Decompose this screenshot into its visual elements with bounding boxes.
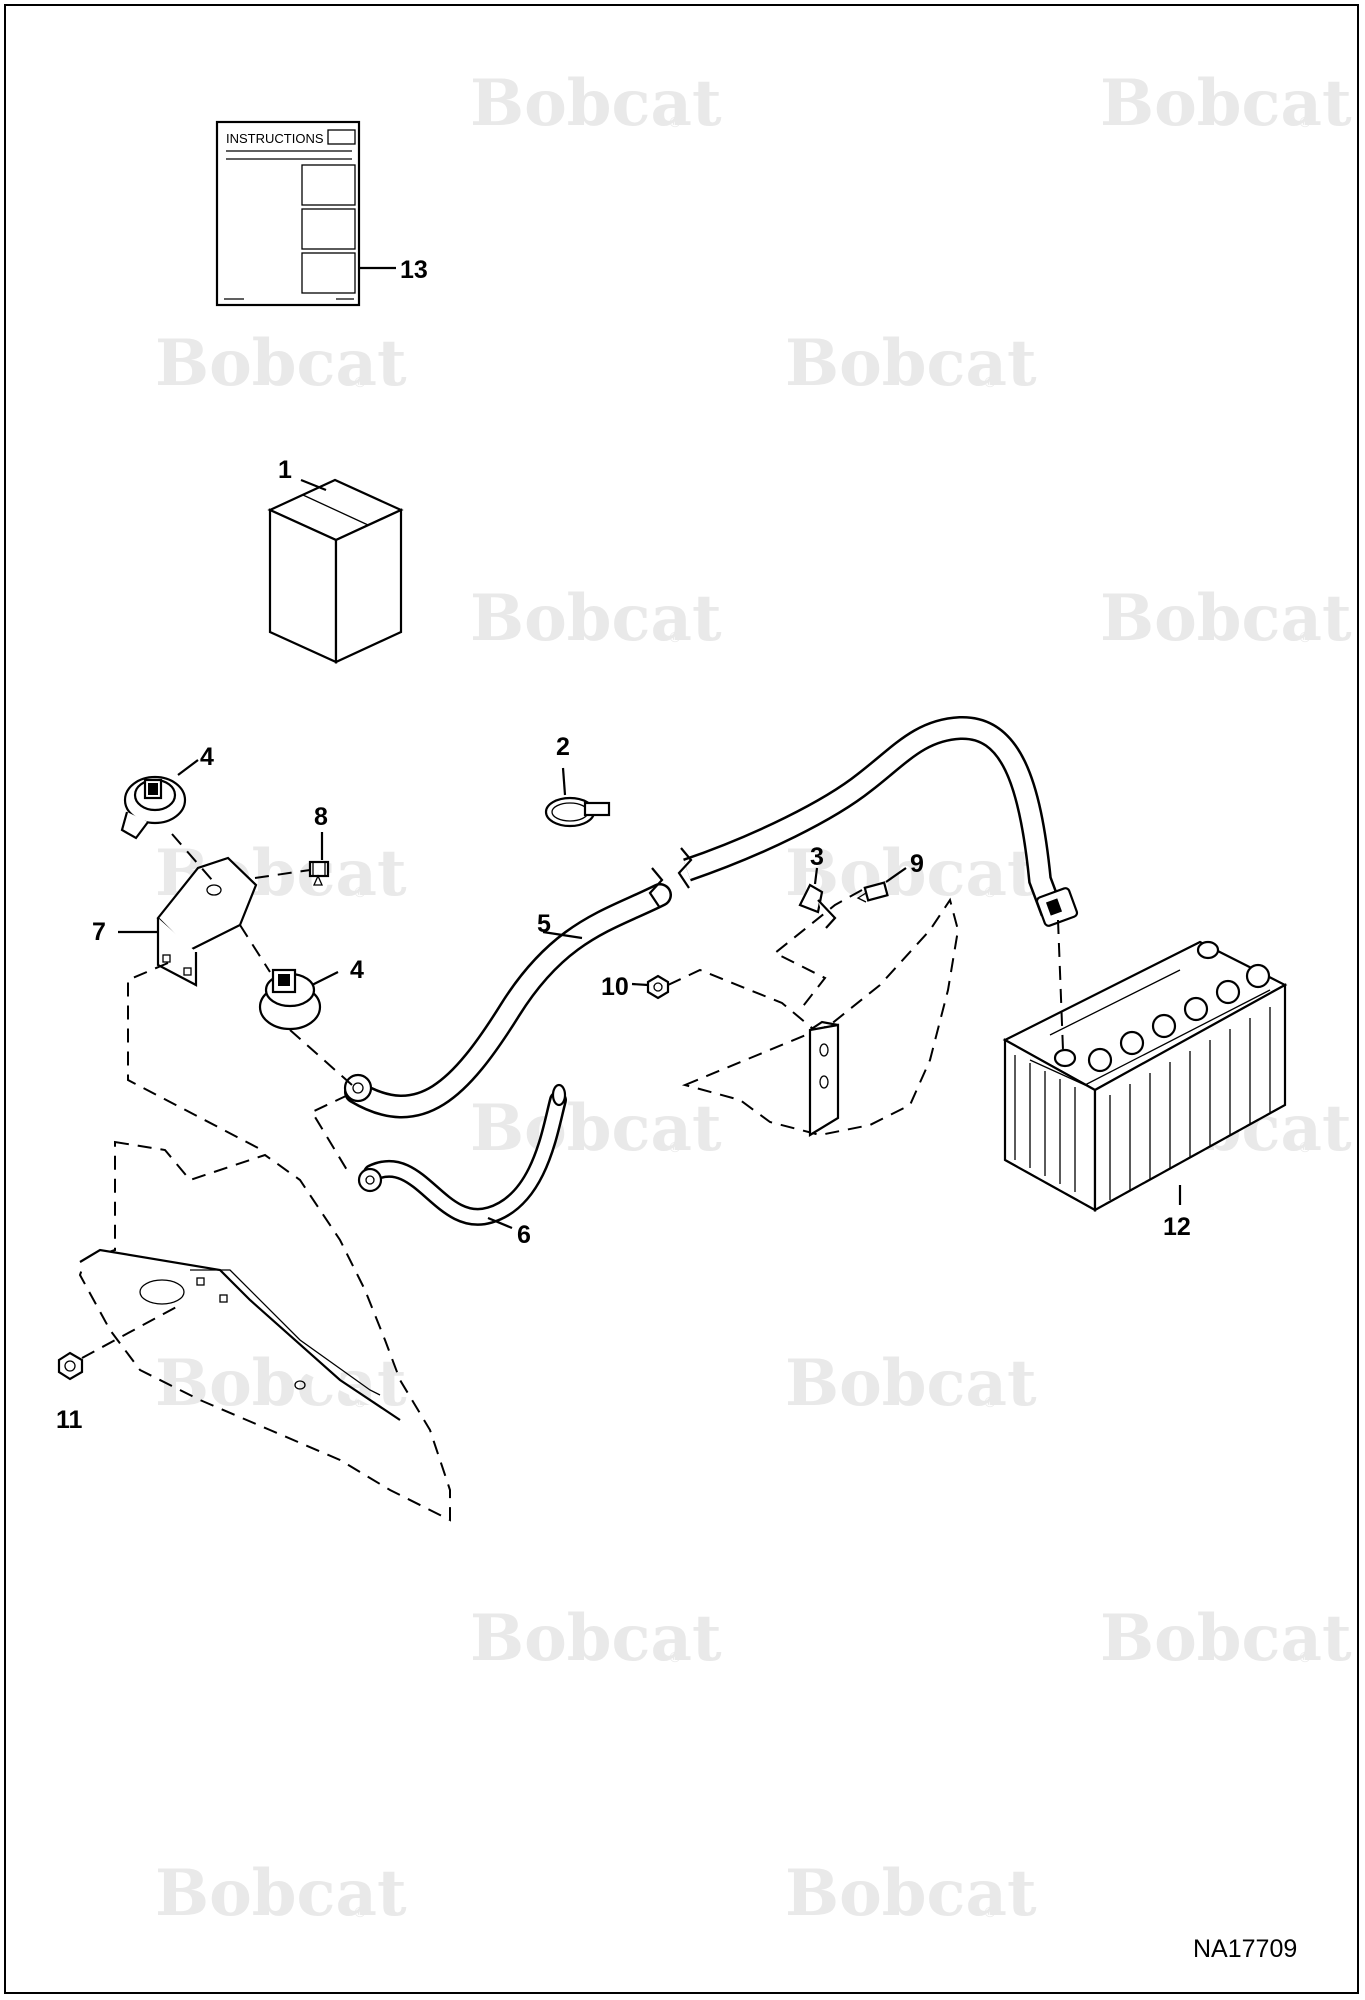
battery [1002,940,1288,1212]
nut-10 [631,974,670,1000]
callout-13: 13 [400,256,428,284]
svg-text:Bobcat: Bobcat [1100,66,1352,141]
battery-cable-6 [357,1083,567,1230]
svg-text:Bobcat: Bobcat [155,1856,407,1931]
instructions-title: INSTRUCTIONS [226,131,324,146]
callout-1: 1 [278,456,292,484]
svg-text:®: ® [668,115,682,131]
svg-text:®: ® [668,1650,682,1666]
watermark: Bobcat® [470,1601,722,1676]
svg-text:®: ® [668,630,682,646]
watermark: Bobcat® [1100,66,1352,141]
assembly-lines [81,833,1064,1359]
watermark: Bobcat® [785,836,1037,911]
callout-labels: 13 1 2 4 8 7 4 5 3 9 10 6 12 11 [56,256,1191,1434]
callout-10: 10 [601,973,629,1001]
callout-4-upper: 4 [200,743,214,771]
disconnect-switch-upper [120,759,199,840]
callout-8: 8 [314,803,328,831]
watermark: Bobcat® [785,1856,1037,1931]
callout-9: 9 [910,850,924,878]
watermark: Bobcat® [785,326,1037,401]
svg-text:Bobcat: Bobcat [785,1856,1037,1931]
svg-text:®: ® [353,1905,367,1921]
frame-plate-left [78,1140,451,1522]
svg-text:®: ® [983,1905,997,1921]
callout-3: 3 [810,843,824,871]
watermark: Bobcat® [1100,581,1352,656]
svg-text:Bobcat: Bobcat [785,1346,1037,1421]
disconnect-switch-lower [258,968,339,1031]
watermark: Bobcat® [470,1091,722,1166]
instructions-sheet: INSTRUCTIONS [215,120,396,307]
callout-5: 5 [537,910,551,938]
svg-text:®: ® [1298,1140,1312,1156]
svg-text:Bobcat: Bobcat [155,326,407,401]
cable-clamp [544,767,611,828]
callout-7: 7 [92,918,106,946]
svg-text:®: ® [1298,115,1312,131]
svg-text:Bobcat: Bobcat [785,326,1037,401]
svg-text:®: ® [353,885,367,901]
watermark: Bobcat® [155,1856,407,1931]
svg-text:Bobcat: Bobcat [1100,581,1352,656]
watermark: Bobcat® [785,1346,1037,1421]
nut-11 [57,1351,84,1381]
callout-4-lower: 4 [350,956,364,984]
callout-11: 11 [56,1406,83,1434]
svg-text:Bobcat: Bobcat [470,581,722,656]
svg-text:Bobcat: Bobcat [470,1091,722,1166]
diagram-frame [4,4,1359,1994]
svg-text:®: ® [1298,1650,1312,1666]
watermark: Bobcat® [155,326,407,401]
drawing-reference: NA17709 [1193,1935,1297,1963]
callout-2: 2 [556,733,570,761]
svg-text:®: ® [983,375,997,391]
box-package [267,478,404,664]
battery-cable-5 [343,716,1079,1119]
bolt-9 [856,867,907,903]
svg-text:®: ® [1298,630,1312,646]
callout-12: 12 [1163,1213,1191,1241]
svg-text:Bobcat: Bobcat [1100,1601,1352,1676]
callout-6: 6 [517,1221,531,1249]
svg-text:Bobcat: Bobcat [785,836,1037,911]
mounting-bracket [118,856,258,987]
watermark: Bobcat® [470,66,722,141]
svg-text:Bobcat: Bobcat [470,1601,722,1676]
svg-text:Bobcat: Bobcat [470,66,722,141]
svg-text:®: ® [668,1140,682,1156]
bolt-8 [308,832,330,886]
frame-plate-right [681,897,960,1137]
watermark: Bobcat® [1100,1601,1352,1676]
svg-text:®: ® [983,1395,997,1411]
watermark: Bobcat® [470,581,722,656]
svg-text:®: ® [983,885,997,901]
cable-clip [798,867,837,929]
svg-text:®: ® [353,375,367,391]
